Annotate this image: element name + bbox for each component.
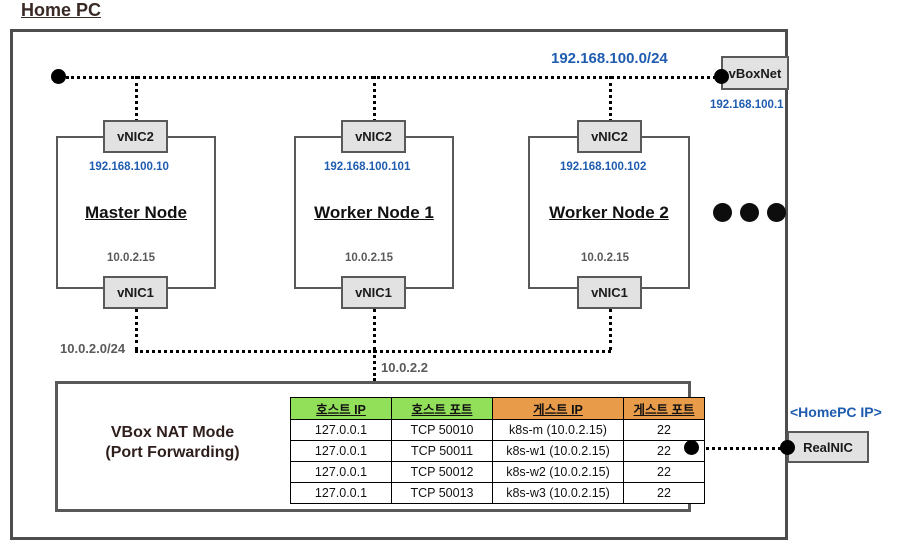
worker1-nic1-link [373, 309, 376, 350]
node-box-worker1[interactable] [294, 136, 454, 289]
nat-to-realnic-line [699, 447, 781, 450]
worker2-vnic1-label: vNIC1 [591, 285, 628, 300]
table-row: 127.0.0.1 TCP 50012 k8s-w2 (10.0.2.15) 2… [290, 461, 705, 483]
host-only-bus-endpoint-dot [51, 69, 66, 84]
vboxnet-ip: 192.168.100.1 [710, 99, 784, 111]
column-header-host-ip: 호스트 IP [290, 397, 392, 420]
worker1-vnic2-label: vNIC2 [355, 129, 392, 144]
node-title-worker2: Worker Node 2 [549, 203, 669, 222]
nat-network-label: 10.0.2.0/24 [60, 341, 126, 356]
cell-host-ip: 127.0.0.1 [290, 482, 392, 504]
worker1-vnic2-box[interactable]: vNIC2 [341, 120, 406, 153]
nat-mode-line-1: VBox NAT Mode [110, 424, 235, 441]
cell-guest-ip: k8s-w1 (10.0.2.15) [492, 440, 624, 462]
worker2-vnic2-label: vNIC2 [591, 129, 628, 144]
nat-uplink-dot [684, 440, 699, 455]
page-title: Home PC [21, 0, 102, 20]
master-vnic1-ip: 10.0.2.15 [107, 252, 155, 264]
nat-gateway-ip: 10.0.2.2 [381, 360, 428, 375]
table-row: 127.0.0.1 TCP 50013 k8s-w3 (10.0.2.15) 2… [290, 482, 705, 504]
worker1-nic2-link [373, 76, 376, 122]
master-vnic1-box[interactable]: vNIC1 [103, 276, 168, 309]
more-nodes-dot-2 [740, 203, 759, 222]
worker2-vnic1-ip: 10.0.2.15 [581, 252, 629, 264]
real-nic-label: RealNIC [803, 439, 853, 455]
master-nic2-link [135, 76, 138, 122]
worker2-nic2-link [609, 76, 612, 122]
vboxnet-label: vBoxNet [728, 65, 782, 81]
cell-guest-ip: k8s-w3 (10.0.2.15) [492, 482, 624, 504]
cell-guest-ip: k8s-m (10.0.2.15) [492, 419, 624, 441]
realnic-connector-dot [780, 440, 795, 455]
home-pc-ip-label: <HomePC IP> [790, 404, 882, 420]
worker1-vnic2-ip: 192.168.100.101 [324, 161, 411, 173]
cell-guest-port: 22 [623, 461, 705, 483]
column-header-host-port: 호스트 포트 [391, 397, 493, 420]
vboxnet-box[interactable]: vBoxNet [721, 56, 789, 90]
more-nodes-dot-1 [713, 203, 732, 222]
real-nic-box[interactable]: RealNIC [787, 431, 869, 463]
master-vnic1-label: vNIC1 [117, 285, 154, 300]
cell-host-ip: 127.0.0.1 [290, 440, 392, 462]
table-header-row: 호스트 IP 호스트 포트 게스트 IP 게스트 포트 [290, 397, 705, 420]
cell-guest-port: 22 [623, 482, 705, 504]
column-header-guest-ip: 게스트 IP [492, 397, 624, 420]
column-header-guest-port: 게스트 포트 [623, 397, 705, 420]
cell-host-port: TCP 50010 [391, 419, 493, 441]
worker1-vnic1-label: vNIC1 [355, 285, 392, 300]
vbox-nat-mode-label: VBox NAT Mode (Port Forwarding) [60, 423, 285, 463]
vboxnet-connector-dot [714, 69, 729, 84]
more-nodes-dot-3 [767, 203, 786, 222]
worker2-nic1-link [609, 309, 612, 350]
cell-host-port: TCP 50012 [391, 461, 493, 483]
cell-guest-port: 22 [623, 419, 705, 441]
home-pc-boundary [10, 29, 788, 540]
cell-host-port: TCP 50013 [391, 482, 493, 504]
cell-host-ip: 127.0.0.1 [290, 461, 392, 483]
master-vnic2-label: vNIC2 [117, 129, 154, 144]
master-nic1-link [135, 309, 138, 350]
table-row: 127.0.0.1 TCP 50010 k8s-m (10.0.2.15) 22 [290, 419, 705, 441]
cell-host-ip: 127.0.0.1 [290, 419, 392, 441]
worker2-vnic2-ip: 192.168.100.102 [560, 161, 647, 173]
node-box-worker2[interactable] [528, 136, 690, 289]
nat-mode-line-2: (Port Forwarding) [105, 444, 240, 461]
nat-bus-to-natbox-link [373, 350, 376, 381]
table-row: 127.0.0.1 TCP 50011 k8s-w1 (10.0.2.15) 2… [290, 440, 705, 462]
master-vnic2-ip: 192.168.100.10 [89, 161, 169, 173]
node-title-worker1: Worker Node 1 [314, 203, 434, 222]
host-only-network-label: 192.168.100.0/24 [551, 50, 668, 67]
node-box-master[interactable] [56, 136, 216, 289]
worker1-vnic1-box[interactable]: vNIC1 [341, 276, 406, 309]
worker2-vnic2-box[interactable]: vNIC2 [577, 120, 642, 153]
host-only-bus-line [66, 76, 721, 79]
worker2-vnic1-box[interactable]: vNIC1 [577, 276, 642, 309]
master-vnic2-box[interactable]: vNIC2 [103, 120, 168, 153]
node-title-master: Master Node [84, 203, 188, 222]
cell-host-port: TCP 50011 [391, 440, 493, 462]
worker1-vnic1-ip: 10.0.2.15 [345, 252, 393, 264]
port-forwarding-table: 호스트 IP 호스트 포트 게스트 IP 게스트 포트 127.0.0.1 TC… [290, 397, 705, 504]
cell-guest-ip: k8s-w2 (10.0.2.15) [492, 461, 624, 483]
